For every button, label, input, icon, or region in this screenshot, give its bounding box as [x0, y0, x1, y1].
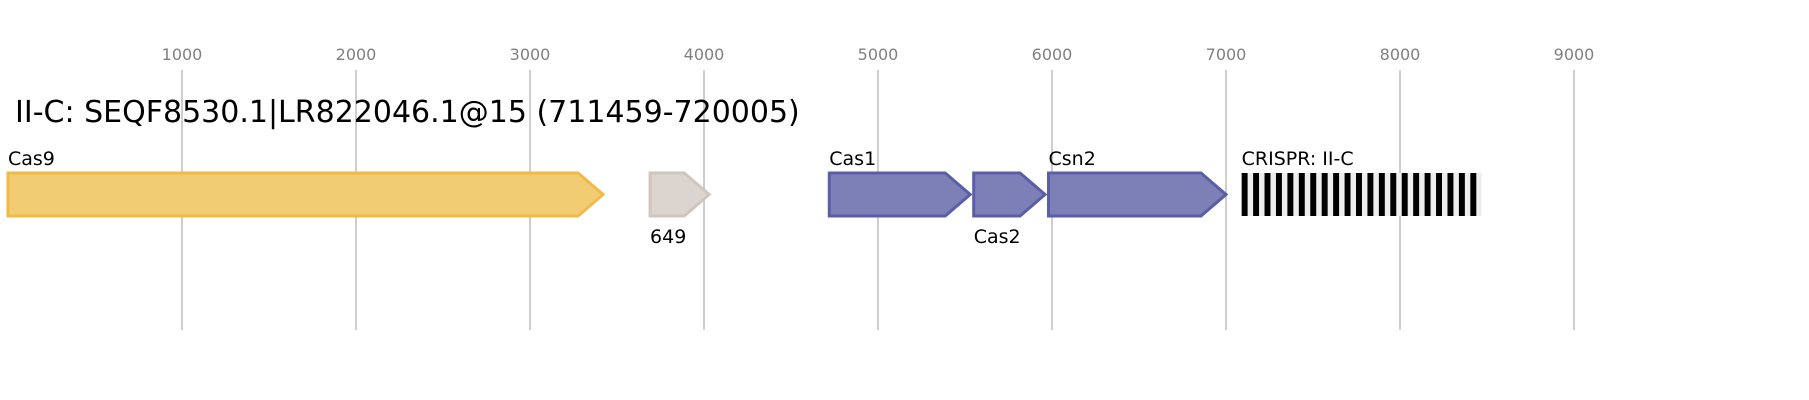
crispr-repeat [1447, 173, 1454, 216]
crispr-repeat [1253, 173, 1260, 216]
crispr-label: CRISPR: II-C [1242, 148, 1354, 170]
crispr-repeat [1390, 173, 1397, 216]
crispr-repeat [1264, 173, 1271, 216]
gene-cas2[interactable] [972, 171, 1048, 218]
crispr-repeat [1275, 173, 1282, 216]
gene-649[interactable] [648, 171, 712, 218]
crispr-repeat [1401, 173, 1408, 216]
tick-label: 8000 [1380, 45, 1421, 64]
tick-label: 3000 [510, 45, 551, 64]
locus-title: II-C: SEQF8530.1|LR822046.1@15 (711459-7… [15, 95, 800, 130]
gene-label: Csn2 [1049, 148, 1096, 170]
crispr-repeat [1344, 173, 1351, 216]
tick-label: 1000 [162, 45, 203, 64]
crispr-repeat [1458, 173, 1465, 216]
crispr-repeat [1367, 173, 1374, 216]
gene-label: Cas9 [8, 148, 55, 170]
tick-label: 6000 [1032, 45, 1073, 64]
tick-label: 9000 [1554, 45, 1595, 64]
gene-label: Cas2 [974, 226, 1021, 248]
crispr-repeat [1298, 173, 1305, 216]
crispr-repeat [1310, 173, 1317, 216]
gene-label: 649 [650, 226, 686, 248]
gene-csn2[interactable] [1047, 171, 1229, 218]
crispr-array: CRISPR: II-C [1241, 148, 1482, 216]
crispr-repeat [1378, 173, 1385, 216]
crispr-repeat [1287, 173, 1294, 216]
crispr-repeat [1470, 173, 1477, 216]
tick-label: 4000 [684, 45, 725, 64]
crispr-repeat [1413, 173, 1420, 216]
gene-cas9[interactable] [6, 171, 606, 218]
gene-label: Cas1 [829, 148, 876, 170]
crispr-repeat [1321, 173, 1328, 216]
crispr-repeat [1333, 173, 1340, 216]
tick-label: 5000 [858, 45, 899, 64]
gene-cas1[interactable] [827, 171, 973, 218]
crispr-repeat [1424, 173, 1431, 216]
crispr-repeat [1356, 173, 1362, 216]
tick-label: 2000 [336, 45, 377, 64]
crispr-repeat [1436, 173, 1442, 216]
tick-label: 7000 [1206, 45, 1247, 64]
crispr-repeat [1241, 173, 1248, 216]
